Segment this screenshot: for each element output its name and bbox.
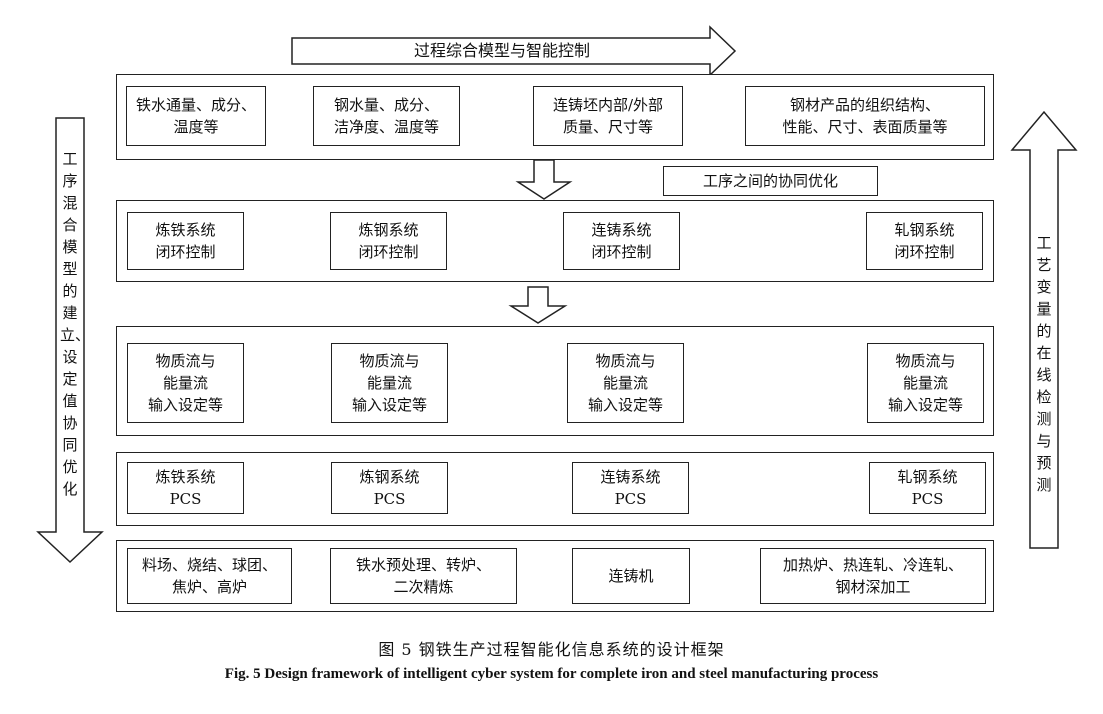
row5-box-2: 铁水预处理、转炉、 二次精炼 [330, 548, 517, 604]
row1-box-2: 钢水量、成分、 洁净度、温度等 [313, 86, 460, 146]
row5-box-3: 连铸机 [572, 548, 690, 604]
row4-container [116, 452, 994, 526]
row4-box-4: 轧钢系统 PCS [869, 462, 986, 514]
row4-box-1: 炼铁系统 PCS [127, 462, 244, 514]
row5-box-1: 料场、烧结、球团、 焦炉、高炉 [127, 548, 292, 604]
right-vertical-label: 工艺变量的在线检测与预测 [1036, 234, 1052, 494]
row3-box-4: 物质流与 能量流 输入设定等 [867, 343, 984, 423]
row4-box-2: 炼钢系统 PCS [331, 462, 448, 514]
row1-box-4: 钢材产品的组织结构、 性能、尺寸、表面质量等 [745, 86, 985, 146]
row2-box-2: 炼钢系统 闭环控制 [330, 212, 447, 270]
down-arrow-2 [508, 286, 568, 324]
caption-english: Fig. 5 Design framework of intelligent c… [224, 666, 879, 682]
row2-box-4: 轧钢系统 闭环控制 [866, 212, 983, 270]
left-vertical-label: 工序混合模型的建立、设定值协同优化 [60, 150, 91, 498]
caption-chinese: 图 5 钢铁生产过程智能化信息系统的设计框架 [378, 640, 725, 659]
row3-box-1: 物质流与 能量流 输入设定等 [127, 343, 244, 423]
row2-container [116, 200, 994, 282]
row1-box-3: 连铸坯内部/外部 质量、尺寸等 [533, 86, 683, 146]
row5-box-4: 加热炉、热连轧、冷连轧、 钢材深加工 [760, 548, 986, 604]
coop-optimization-label: 工序之间的协同优化 [663, 166, 878, 196]
top-arrow-label: 过程综合模型与智能控制 [413, 41, 590, 60]
row4-box-3: 连铸系统 PCS [572, 462, 689, 514]
row2-box-3: 连铸系统 闭环控制 [563, 212, 680, 270]
down-arrow-1 [515, 159, 573, 200]
top-process-arrow [291, 25, 737, 77]
right-up-arrow [1010, 110, 1078, 549]
left-down-arrow [36, 117, 104, 564]
row3-container [116, 326, 994, 436]
row2-box-1: 炼铁系统 闭环控制 [127, 212, 244, 270]
row3-box-2: 物质流与 能量流 输入设定等 [331, 343, 448, 423]
row1-box-1: 铁水通量、成分、 温度等 [126, 86, 266, 146]
row3-box-3: 物质流与 能量流 输入设定等 [567, 343, 684, 423]
